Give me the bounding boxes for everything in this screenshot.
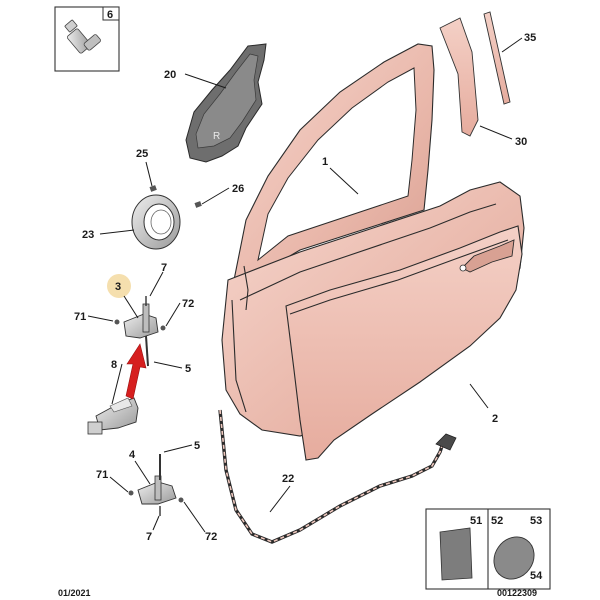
highlight-circle xyxy=(107,274,131,298)
callout-3: 3 xyxy=(115,281,121,293)
part-6-box xyxy=(54,6,120,72)
callout-23: 23 xyxy=(82,229,94,241)
leader-lines xyxy=(87,37,523,533)
callout-51: 51 xyxy=(470,515,482,527)
callout-72-lower: 72 xyxy=(205,531,217,543)
callout-6: 6 xyxy=(107,9,113,21)
callout-2: 2 xyxy=(492,413,498,425)
footer-date: 01/2021 xyxy=(58,588,91,598)
callout-52: 52 xyxy=(491,515,503,527)
callout-71-lower: 71 xyxy=(96,469,108,481)
callout-30: 30 xyxy=(515,136,527,148)
screw-26 xyxy=(194,201,202,208)
bolt-6-graphic xyxy=(64,19,101,54)
speaker-ring-part-23 xyxy=(131,194,181,250)
callout-72-upper: 72 xyxy=(182,298,194,310)
callout-1: 1 xyxy=(322,156,328,168)
callout-35: 35 xyxy=(524,32,536,44)
callout-7-lower: 7 xyxy=(146,531,152,543)
callout-26: 26 xyxy=(232,183,244,195)
callout-53: 53 xyxy=(530,515,542,527)
outer-panel-part-2 xyxy=(285,225,523,461)
callout-7-upper: 7 xyxy=(161,262,167,274)
callout-71-upper: 71 xyxy=(74,311,86,323)
inset-box-51-54: 51 52 53 54 xyxy=(425,508,551,590)
callout-4: 4 xyxy=(129,449,136,461)
part-20-trim: R xyxy=(185,43,267,163)
screw-25 xyxy=(149,185,157,192)
callout-22: 22 xyxy=(282,473,294,485)
callout-5-upper: 5 xyxy=(185,363,191,375)
highlight-arrow xyxy=(125,343,147,400)
lower-hinge-part-4 xyxy=(128,454,184,516)
callout-54: 54 xyxy=(530,570,543,582)
callout-20: 20 xyxy=(164,69,176,81)
part-30-strip xyxy=(439,17,479,137)
footer-reference: 00122309 xyxy=(497,588,537,598)
callout-8: 8 xyxy=(111,359,117,371)
pad-51 xyxy=(439,527,473,581)
trim-20-r-mark: R xyxy=(213,131,220,142)
callout-25: 25 xyxy=(136,148,148,160)
callout-labels: 6 20 35 30 25 26 1 23 3 7 71 72 8 5 2 5 … xyxy=(74,9,536,543)
callout-5-lower: 5 xyxy=(194,440,200,452)
upper-hinge-part-3 xyxy=(114,296,166,367)
disc-52 xyxy=(493,536,535,580)
seal-strip-part-22 xyxy=(218,409,457,544)
door-check-part-8 xyxy=(87,397,139,435)
part-35-strip xyxy=(483,11,511,105)
